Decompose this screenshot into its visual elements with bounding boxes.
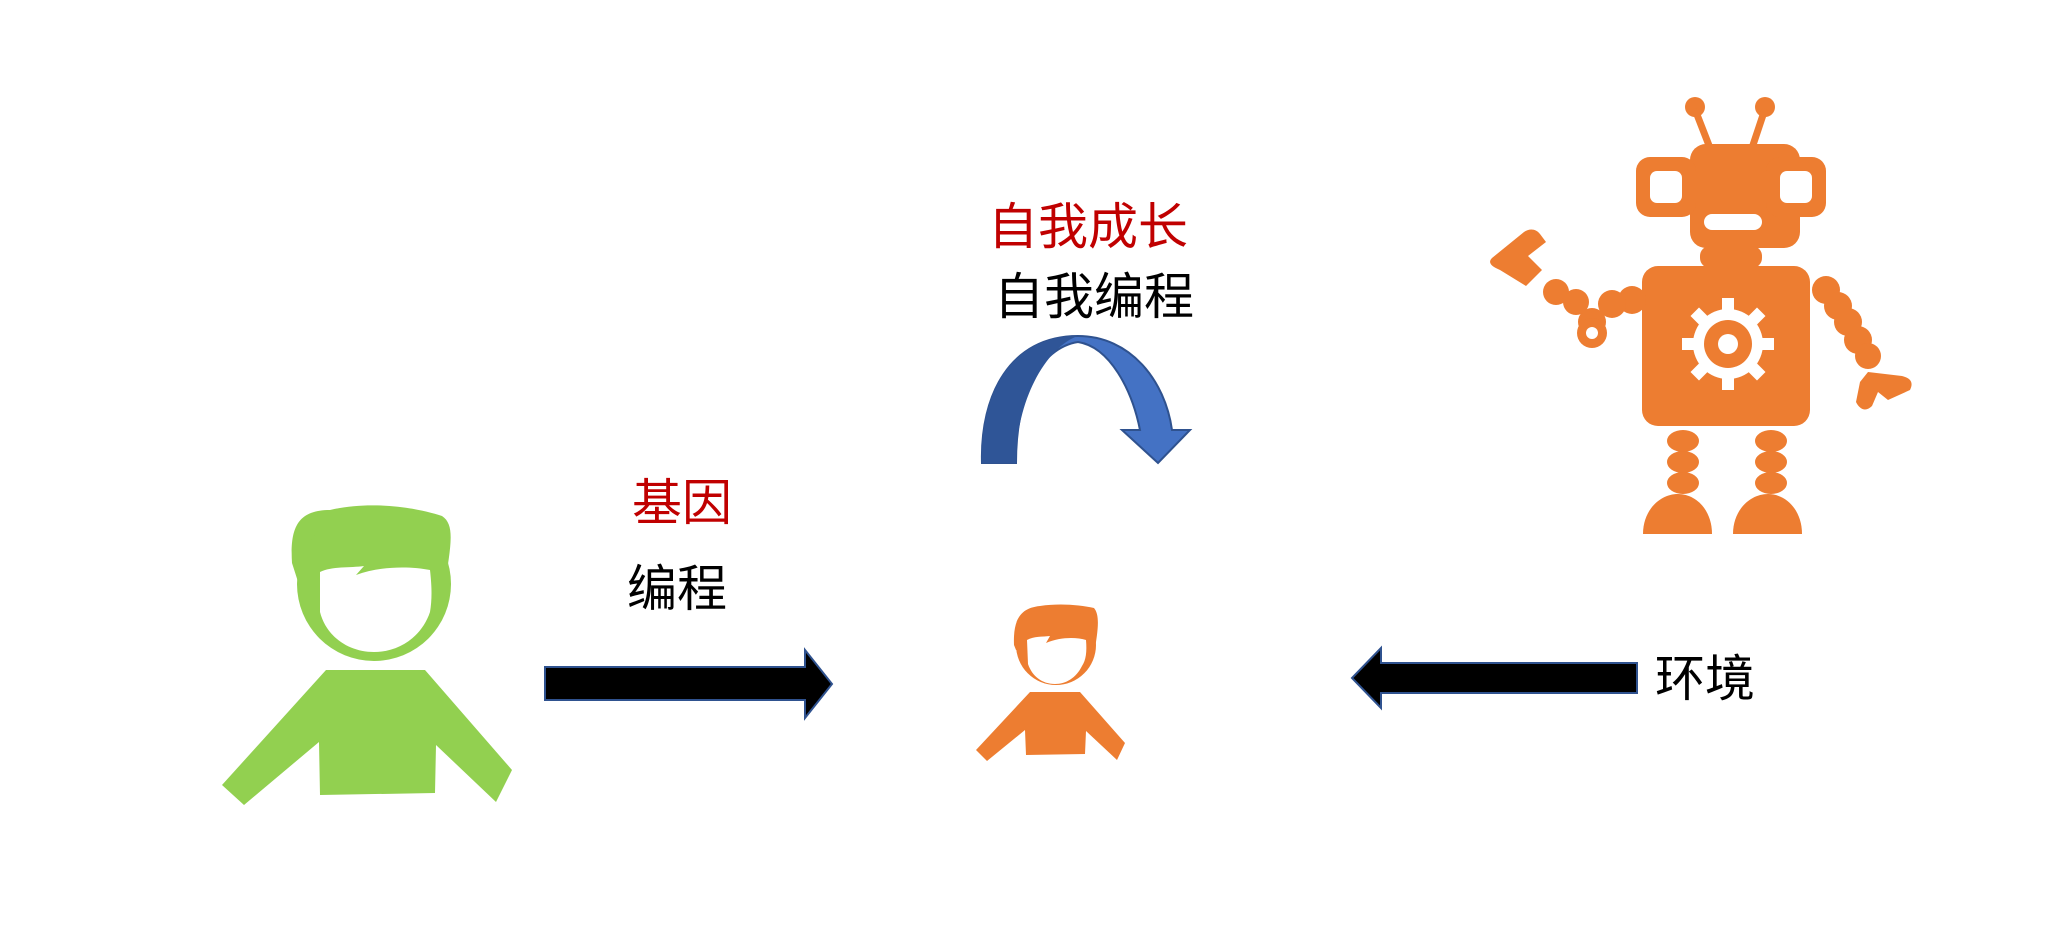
adult-person-icon: [222, 505, 512, 805]
right-arrow-icon: [544, 647, 834, 721]
gene-label: 基因: [632, 474, 732, 532]
child-person-icon: [976, 604, 1125, 761]
self-programming-label: 自我编程: [994, 268, 1194, 326]
environment-label: 环境: [1655, 650, 1755, 708]
left-arrow-icon: [1350, 645, 1638, 711]
robot-icon: [1490, 97, 1912, 534]
curved-arrow-icon: [980, 334, 1193, 465]
self-growth-label: 自我成长: [988, 198, 1188, 256]
programming-label: 编程: [627, 560, 727, 618]
